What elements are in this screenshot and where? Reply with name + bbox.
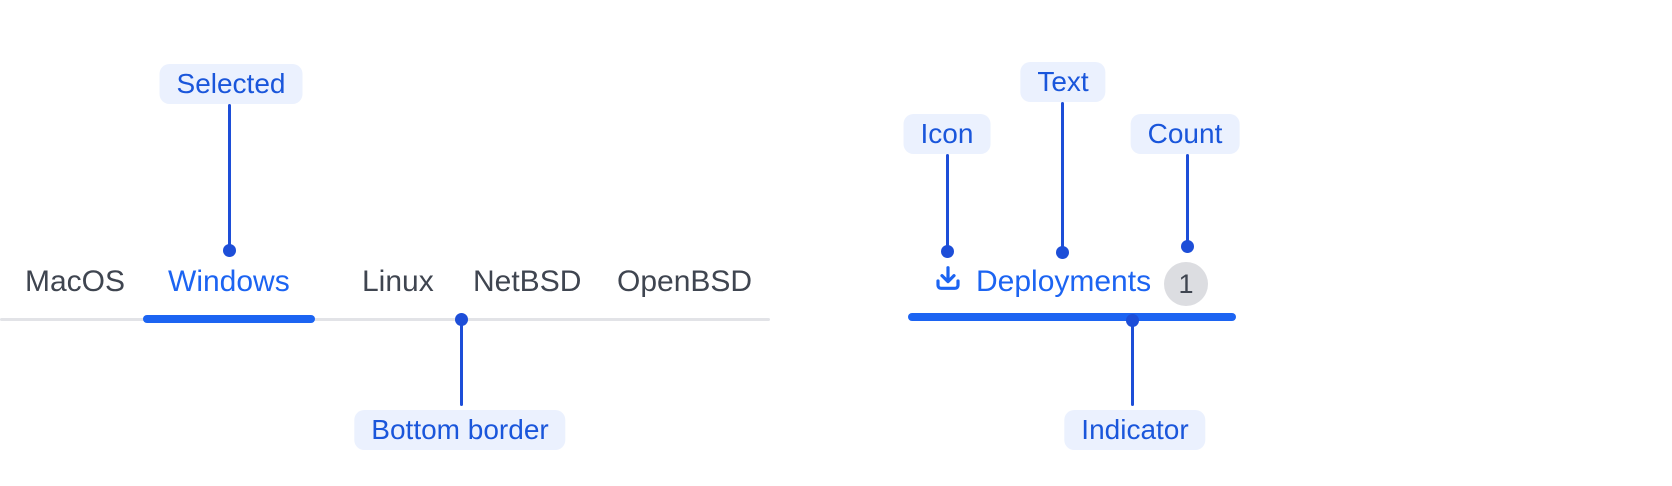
active-tab-indicator <box>908 313 1236 321</box>
selected-annotation-badge: Selected <box>159 64 303 104</box>
selected-leader-dot <box>223 244 236 257</box>
deployments-tab-label: Deployments <box>976 265 1152 298</box>
bottom-border-annotation-badge: Bottom border <box>354 410 566 450</box>
tab-linux[interactable]: Linux <box>362 265 434 298</box>
bottom-border-leader-line <box>460 322 463 406</box>
text-leader-line <box>1061 102 1064 248</box>
tab-netbsd[interactable]: NetBSD <box>473 265 582 298</box>
selected-tab-underline <box>143 315 315 323</box>
count-leader-dot <box>1181 240 1194 253</box>
indicator-annotation-badge: Indicator <box>1064 410 1206 450</box>
download-icon <box>936 266 960 290</box>
tabbar-bottom-border <box>0 318 770 321</box>
icon-leader-dot <box>941 245 954 258</box>
indicator-leader-line <box>1131 323 1134 406</box>
icon-leader-line <box>946 154 949 247</box>
deployments-tab[interactable]: Deployments 1 <box>908 255 1236 306</box>
bottom-border-leader-dot <box>455 313 468 326</box>
deployments-count-badge: 1 <box>1164 262 1208 306</box>
icon-annotation-badge: Icon <box>903 114 991 154</box>
selected-leader-line <box>228 104 231 251</box>
indicator-leader-dot <box>1126 314 1139 327</box>
text-leader-dot <box>1056 246 1069 259</box>
count-leader-line <box>1186 154 1189 243</box>
tab-openbsd[interactable]: OpenBSD <box>617 265 753 298</box>
count-annotation-badge: Count <box>1130 114 1240 154</box>
tab-windows[interactable]: Windows <box>168 265 290 298</box>
text-annotation-badge: Text <box>1020 62 1106 102</box>
tab-macos[interactable]: MacOS <box>25 265 126 298</box>
